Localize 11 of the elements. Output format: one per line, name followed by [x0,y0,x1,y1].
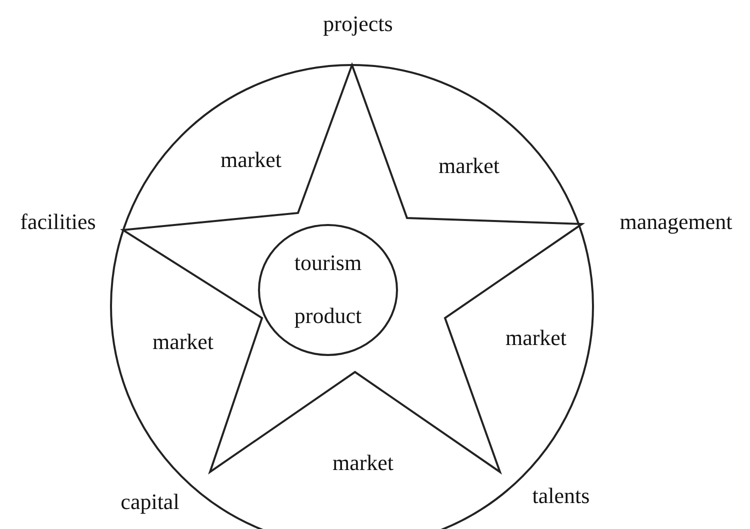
vertex-label: facilities [20,211,96,233]
vertex-label: management [620,211,732,233]
vertex-label: projects [323,13,393,35]
vertex-label: talents [532,485,590,507]
segment-label: market [332,452,394,474]
vertex-label: capital [120,491,180,513]
segment-label: market [220,149,282,171]
segment-label: market [152,331,214,353]
segment-label: market [438,155,500,177]
segment-label: market [505,327,567,349]
center-circle: tourism product [258,224,398,356]
